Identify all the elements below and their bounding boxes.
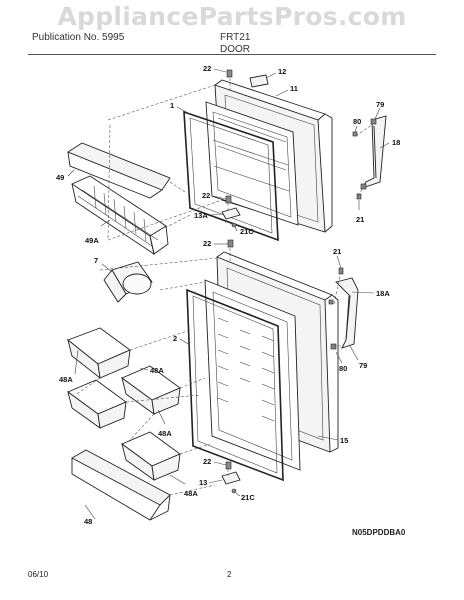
callout-48: 48 [84,517,92,526]
callout-48a: 48A [150,366,164,375]
callout-13a: 13A [194,211,208,220]
publication-number: Publication No. 5995 [32,32,125,43]
callout-12: 12 [278,67,286,76]
callout-48a: 48A [59,375,73,384]
fresh-food-door-bins [67,327,181,481]
header-rule [28,54,436,55]
callout-11: 11 [290,84,298,93]
callout-49a: 49A [85,236,99,245]
freezer-door-gasket [183,110,279,242]
freezer-hinge [221,207,241,228]
callout-21c: 21C [241,493,255,502]
freezer-wire-basket [71,175,169,255]
egg-container [103,261,153,303]
callout-80: 80 [339,364,347,373]
footer-page-number: 2 [227,570,232,579]
fresh-food-hinge [221,471,241,494]
callout-22: 22 [202,191,210,200]
callout-21: 21 [356,215,364,224]
diagram-code: N05DPDDBA0 [352,528,406,537]
callout-labels: 22 12 1 11 79 80 18 49 49A 22 13A 21C 21… [56,64,400,526]
callout-48a: 48A [158,429,172,438]
callout-48a: 48A [184,489,198,498]
callout-80: 80 [353,117,361,126]
callout-22: 22 [203,64,211,73]
callout-21: 21 [333,247,341,256]
leader-lines [67,68,390,520]
callout-22: 22 [203,457,211,466]
callout-1: 1 [170,101,174,110]
door-stop-plug [249,74,269,88]
callout-18a: 18A [376,289,390,298]
callout-2: 2 [173,334,177,343]
freezer-handle [360,115,387,190]
fresh-food-door-screws [225,239,334,470]
bottom-door-shelf [71,449,171,521]
callout-49: 49 [56,173,64,182]
freezer-door-screws [225,69,362,204]
callout-21c: 21C [240,227,254,236]
freezer-door-shelf [67,142,171,199]
callout-18: 18 [392,138,400,147]
footer-date: 06/10 [28,570,49,579]
model-number: FRT21 [220,32,251,43]
fresh-food-door-gasket [186,288,284,482]
upper-guide-lines [107,78,374,241]
callout-22: 22 [203,239,211,248]
fresh-food-handle [330,267,359,350]
lower-guide-lines [74,248,344,496]
callout-79: 79 [376,100,384,109]
callout-15: 15 [340,436,348,445]
section-title: DOOR [220,44,250,55]
callout-13: 13 [199,478,207,487]
callout-7: 7 [94,256,98,265]
watermark: AppliancePartsPros.com [57,2,407,31]
callout-79: 79 [359,361,367,370]
fresh-food-door-liner [204,279,301,471]
